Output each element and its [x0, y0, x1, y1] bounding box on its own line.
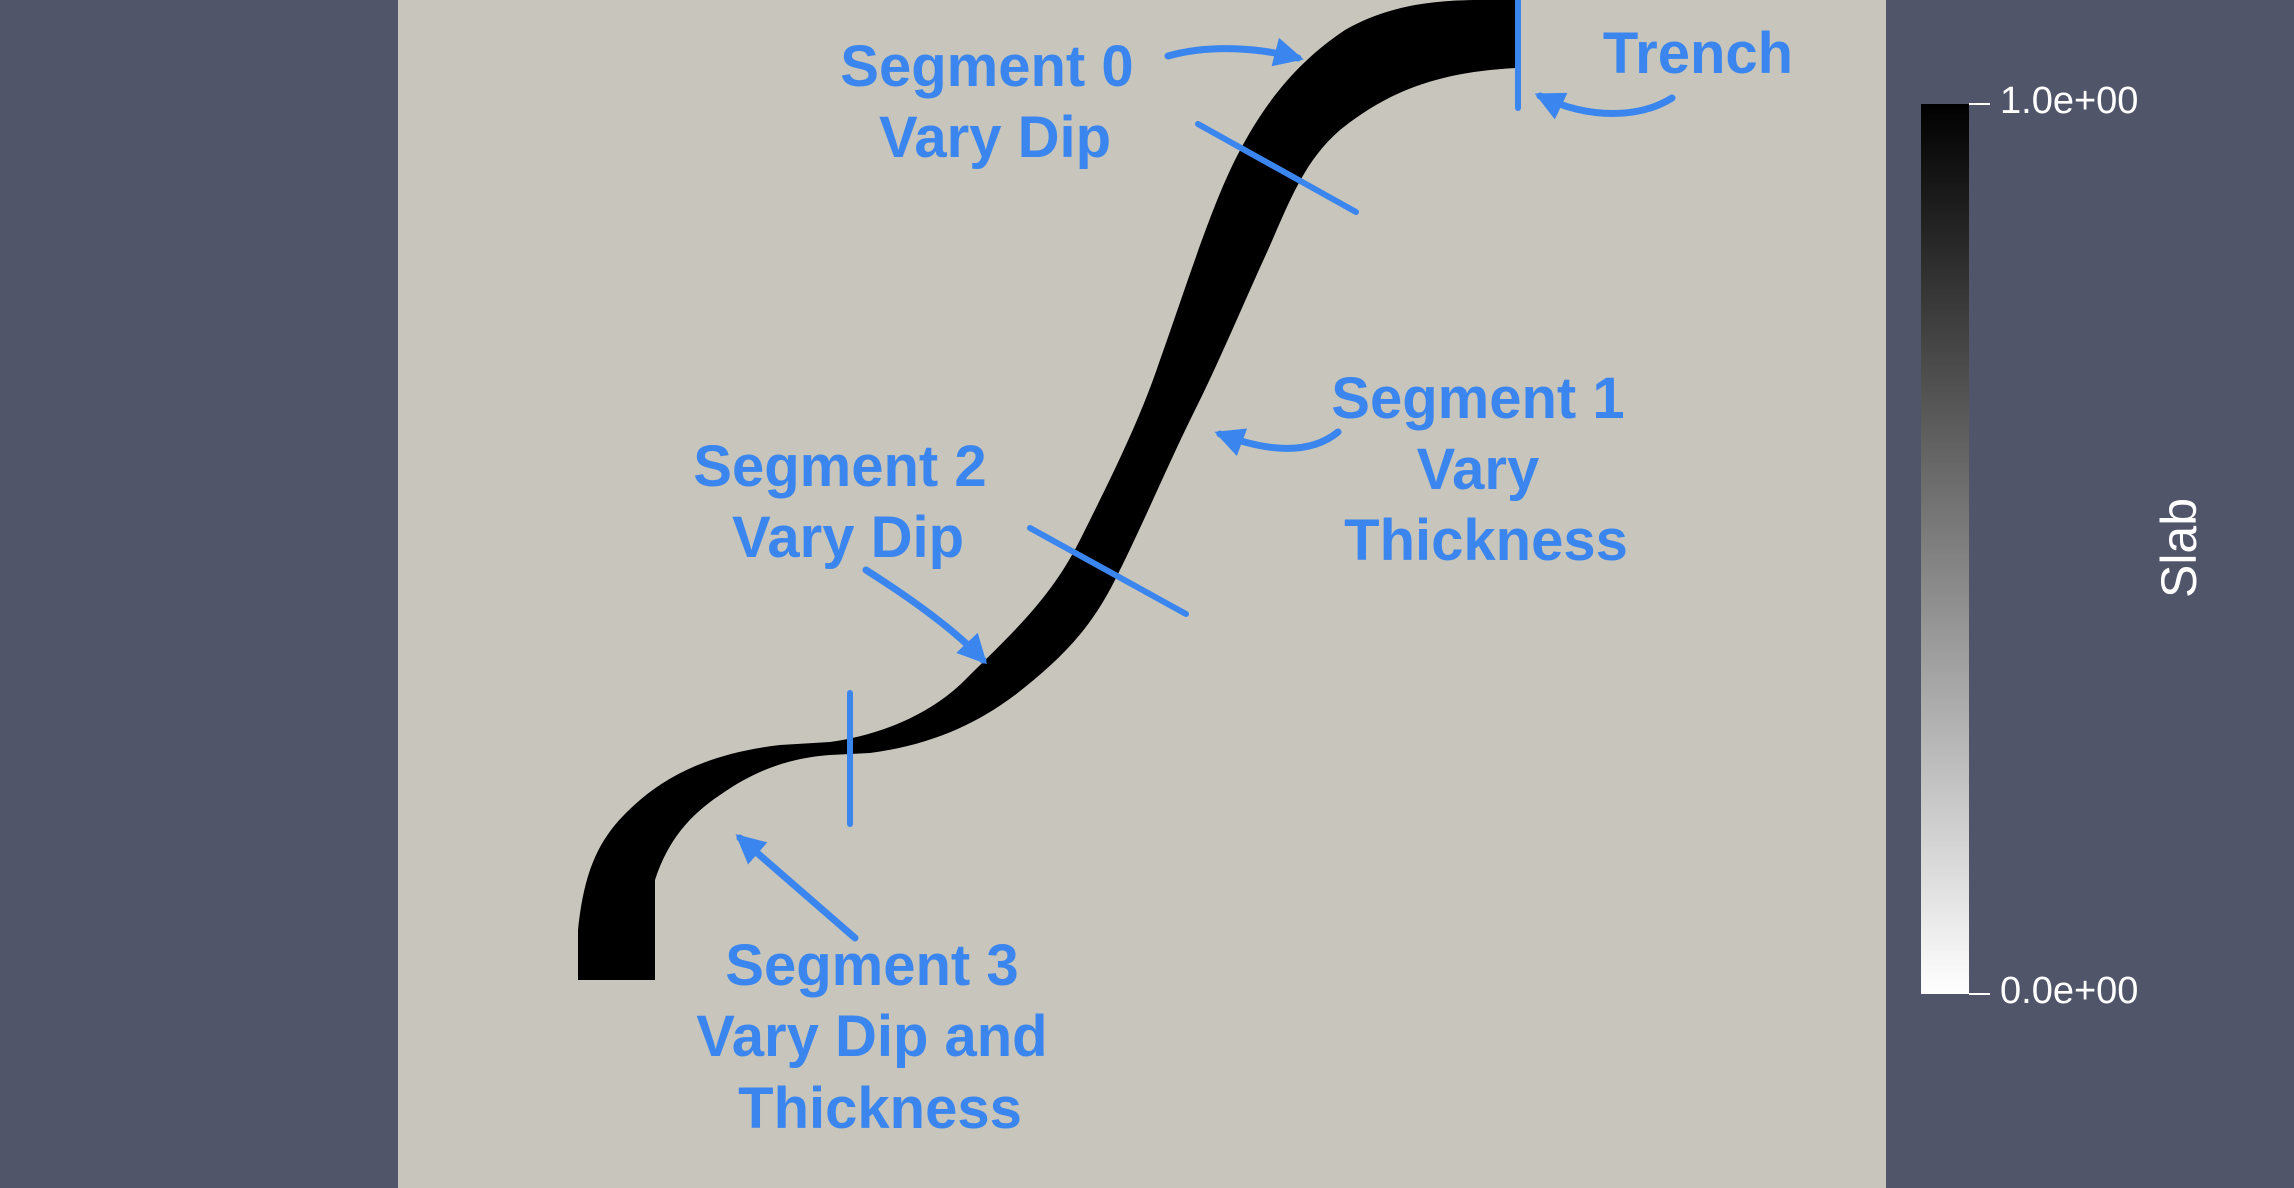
- annotation-arrows: [735, 37, 1676, 942]
- segment-0-label: Segment 0 Vary Dip: [840, 34, 1149, 170]
- segment-3-arrow: [735, 834, 859, 942]
- colorbar-max-label: 1.0e+00: [2000, 80, 2138, 122]
- trench-arrow: [1534, 92, 1676, 120]
- segment-1-line-3: Thickness: [1344, 508, 1628, 573]
- segment-2-line-1: Segment 2: [693, 434, 986, 499]
- segment-1-2-boundary: [1027, 525, 1189, 617]
- segment-2-arrow: [862, 566, 988, 665]
- segment-0-arrow: [1164, 37, 1304, 67]
- segment-3-line-1: Segment 3: [725, 933, 1018, 998]
- colorbar-min-label: 0.0e+00: [2000, 970, 2138, 1012]
- render-viewport: [398, 0, 1886, 1188]
- colorbar-title: Slab: [2151, 498, 2207, 598]
- colorbar-gradient: [1921, 104, 1969, 994]
- segment-3-line-3: Thickness: [738, 1076, 1022, 1141]
- segment-1-line-2: Vary: [1417, 437, 1540, 502]
- segment-0-1-boundary: [1195, 121, 1359, 215]
- segment-0-line-1: Segment 0: [840, 34, 1133, 99]
- trench-line-1: Trench: [1603, 21, 1793, 86]
- segment-1-line-1: Segment 1: [1331, 366, 1624, 431]
- trench-label: Trench: [1603, 21, 1793, 86]
- segment-2-line-2: Vary Dip: [732, 505, 964, 570]
- segment-3-label: Segment 3 Vary Dip and Thickness: [696, 933, 1063, 1141]
- segment-dividers: [847, 0, 1521, 827]
- segment-1-label: Segment 1 Vary Thickness: [1331, 366, 1640, 573]
- segment-1-arrow: [1214, 428, 1342, 457]
- colorbar: 1.0e+00 0.0e+00 Slab: [1921, 80, 2207, 1012]
- segment-2-label: Segment 2 Vary Dip: [693, 434, 1002, 570]
- segment-0-line-2: Vary Dip: [879, 105, 1111, 170]
- segment-3-line-2: Vary Dip and: [696, 1004, 1047, 1069]
